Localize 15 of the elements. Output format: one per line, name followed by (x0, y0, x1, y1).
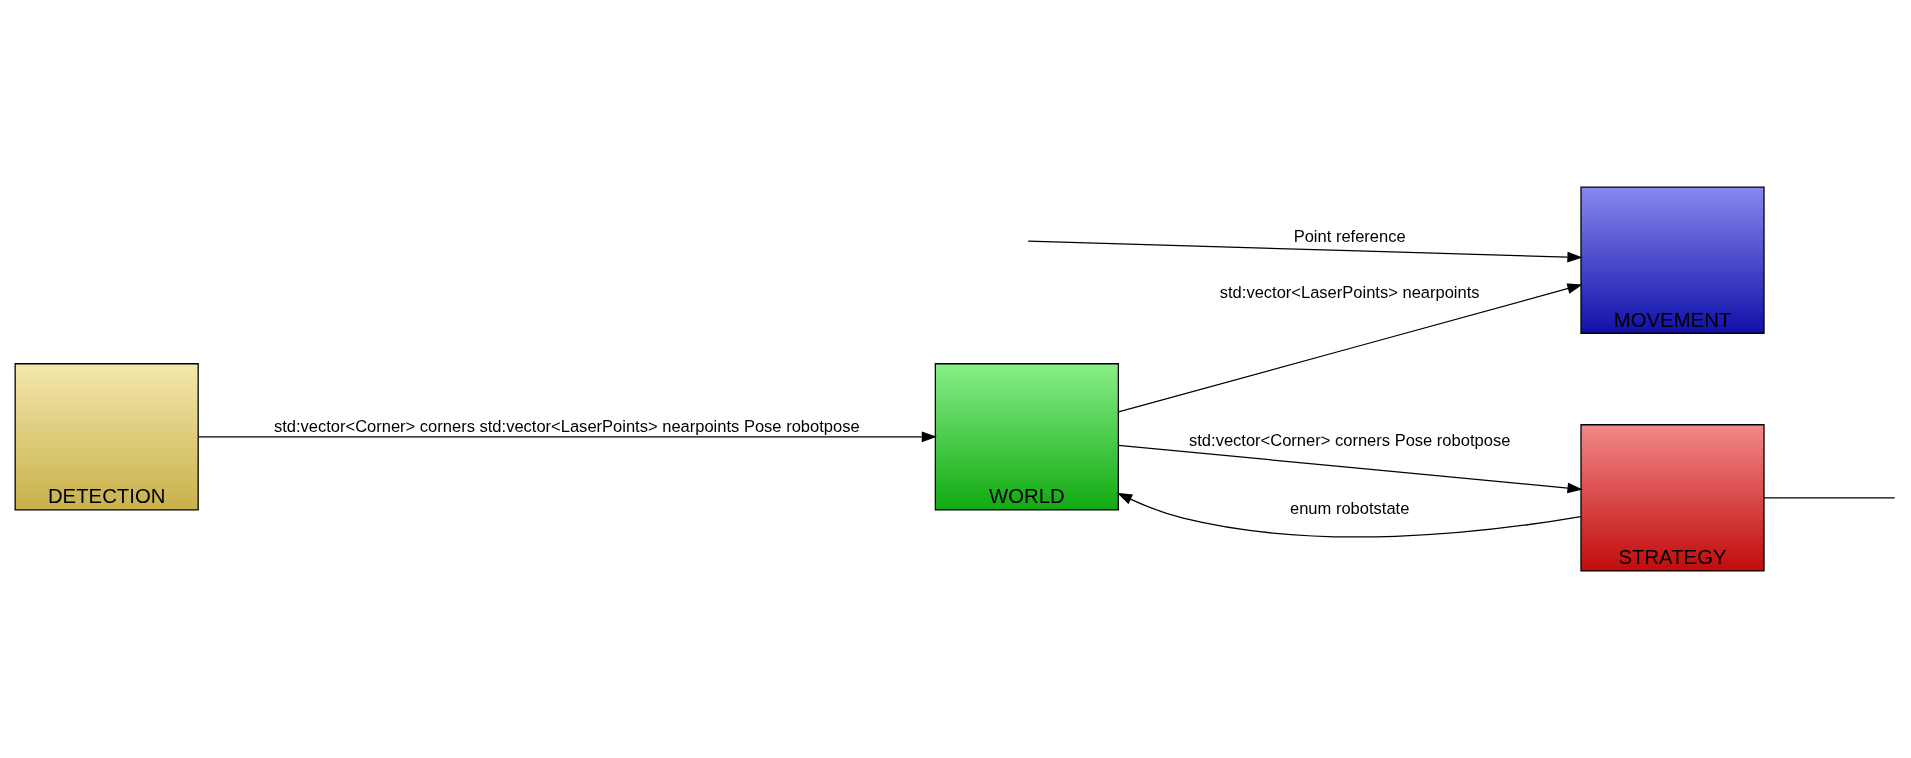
edge-label: enum robotstate (1290, 498, 1410, 518)
node-box: DETECTION (14, 363, 199, 511)
arrow (1117, 444, 1583, 494)
arrow (1027, 240, 1583, 263)
arrow (1116, 492, 1582, 538)
connector (1763, 497, 1896, 499)
node-box: WORLD (934, 363, 1119, 511)
node-box: STRATEGY (1580, 424, 1765, 572)
edge-label: std:vector<Corner> corners std:vector<LaserPoints> nearpoints Pose robotpose (273, 417, 860, 437)
edge-label: Point reference (1293, 226, 1406, 246)
arrow (1117, 283, 1583, 413)
edge-label: std:vector<LaserPoints> nearpoints (1219, 282, 1480, 302)
node-box: MOVEMENT (1580, 186, 1765, 334)
edge-label: std:vector<Corner> corners Pose robotpose (1189, 431, 1511, 451)
arrow (197, 431, 937, 443)
